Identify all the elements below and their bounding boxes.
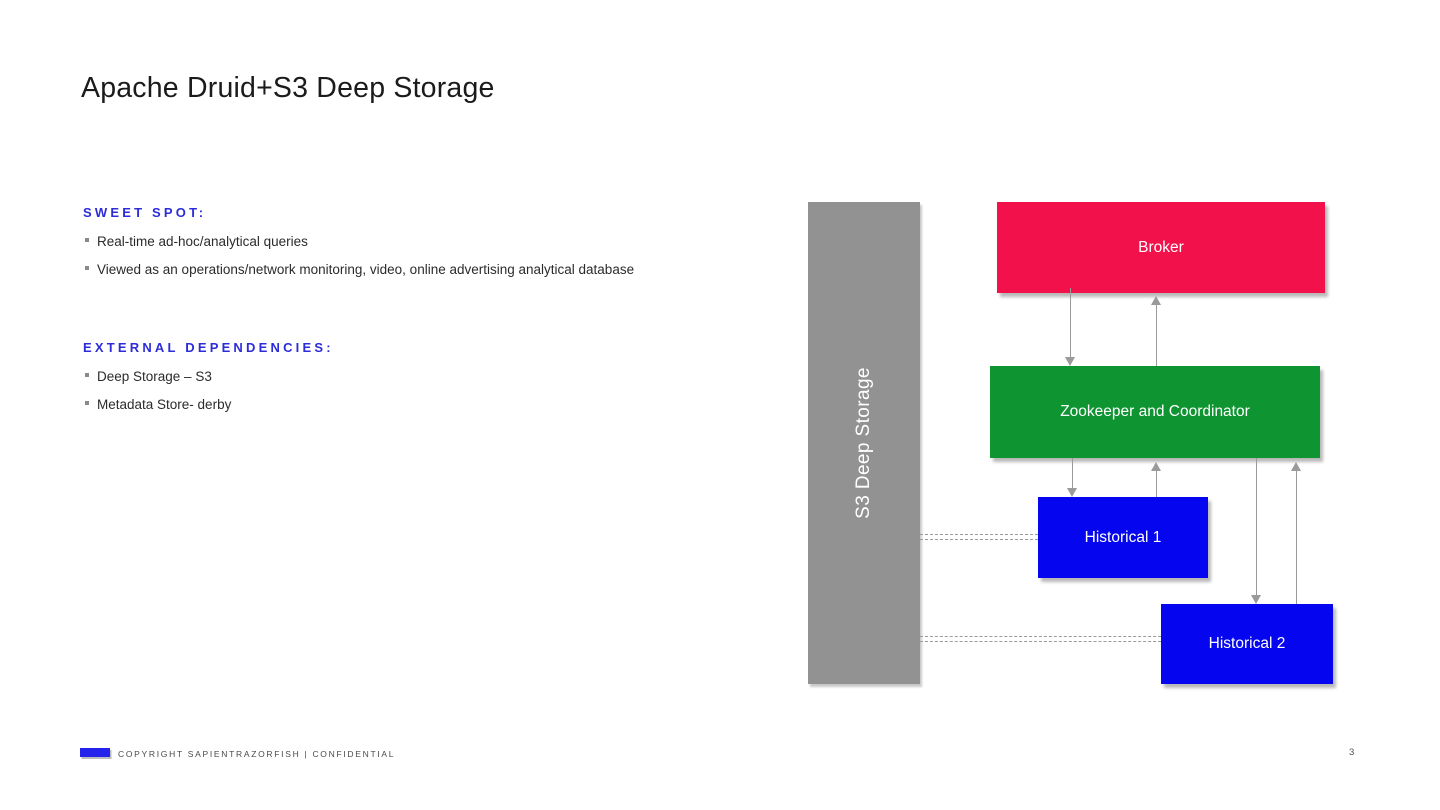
section-heading: SWEET SPOT:	[83, 205, 207, 220]
node-label: Zookeeper and Coordinator	[1060, 403, 1250, 420]
arrow-zookeeper-to-historical1-icon	[1066, 458, 1078, 497]
list-item: Deep Storage – S3	[83, 368, 645, 386]
arrow-broker-to-zookeeper-icon	[1064, 288, 1076, 366]
node-label: Historical 1	[1084, 528, 1162, 546]
bullet-text: Metadata Store- derby	[97, 396, 232, 412]
section-sweet-spot: SWEET SPOT: Real-time ad-hoc/analytical …	[83, 205, 645, 288]
node-broker: Broker	[997, 202, 1325, 293]
bullet-text: Real-time ad-hoc/analytical queries	[97, 234, 308, 249]
arrow-zookeeper-to-historical2-icon	[1250, 458, 1262, 604]
node-label: Historical 2	[1208, 635, 1286, 652]
dashed-connector-storage-historical2	[920, 636, 1161, 642]
s3-deep-storage-bar: S3 Deep Storage	[808, 202, 920, 684]
bullet-square-icon	[85, 373, 89, 377]
section-external-dependencies: EXTERNAL DEPENDENCIES: Deep Storage – S3…	[83, 340, 645, 423]
arrow-zookeeper-to-broker-icon	[1150, 296, 1162, 366]
bullet-square-icon	[85, 238, 89, 242]
arrow-historical2-to-zookeeper-icon	[1290, 462, 1302, 604]
node-historical-2: Historical 2	[1161, 604, 1333, 684]
list-item: Metadata Store- derby	[83, 396, 645, 414]
dashed-connector-storage-historical1	[920, 534, 1038, 540]
node-label: Broker	[1138, 238, 1184, 256]
list-item: Viewed as an operations/network monitori…	[83, 261, 645, 279]
bullet-text: Deep Storage – S3	[97, 369, 212, 384]
arrow-historical1-to-zookeeper-icon	[1150, 462, 1162, 497]
bullet-text: Viewed as an operations/network monitori…	[97, 261, 635, 277]
list-item: Real-time ad-hoc/analytical queries	[83, 233, 645, 251]
page-title: Apache Druid+S3 Deep Storage	[81, 72, 495, 104]
footer-logo	[80, 748, 110, 757]
s3-deep-storage-label: S3 Deep Storage	[853, 367, 875, 519]
node-zookeeper-coordinator: Zookeeper and Coordinator	[990, 366, 1320, 458]
section-heading: EXTERNAL DEPENDENCIES:	[83, 340, 334, 355]
node-historical-1: Historical 1	[1038, 497, 1208, 578]
bullet-square-icon	[85, 400, 89, 405]
bullet-square-icon	[85, 265, 89, 270]
footer-copyright-text: COPYRIGHT SAPIENTRAZORFISH | CONFIDENTIA…	[118, 749, 396, 759]
page-number: 3	[1349, 747, 1355, 758]
